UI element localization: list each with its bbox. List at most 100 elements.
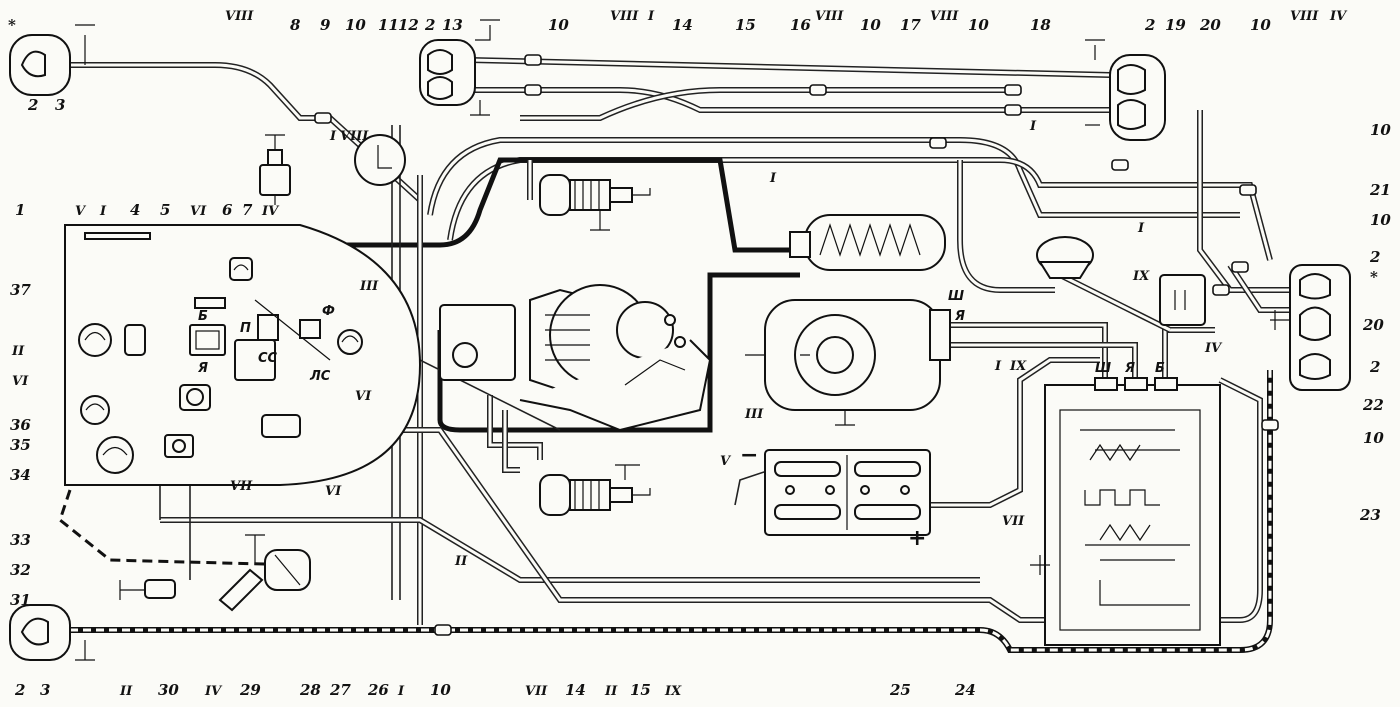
callout-31: 31 xyxy=(10,591,31,609)
light-bar xyxy=(84,232,151,240)
callout-10-d: 10 xyxy=(968,16,989,34)
terminal-sh-generator: Ш xyxy=(948,289,964,304)
callout-star-2: * xyxy=(1370,268,1378,286)
callout-2: 2 xyxy=(27,96,38,114)
callout-2-e: 2 xyxy=(1369,358,1380,376)
callout-19: 19 xyxy=(1165,16,1186,34)
wire-label-vi-3: VI xyxy=(355,389,372,404)
callout-3-b: 3 xyxy=(40,681,50,699)
right-rear-lamp xyxy=(1270,264,1351,391)
wire-label-viii-2: VIII xyxy=(610,9,639,24)
callout-21: 21 xyxy=(1369,181,1391,199)
callout-10-a: 10 xyxy=(345,16,366,34)
terminal-ya-headlight: Я xyxy=(197,361,208,376)
callout-25: 25 xyxy=(889,681,911,699)
turn-signal-relay xyxy=(1159,274,1206,326)
right-rear-lamp-top xyxy=(1085,39,1166,141)
callout-35: 35 xyxy=(10,436,31,454)
callout-2-d: 2 xyxy=(1369,248,1380,266)
callout-18: 18 xyxy=(1030,16,1051,34)
callout-6: 6 xyxy=(222,201,233,219)
callout-24: 24 xyxy=(954,681,976,699)
callout-3: 3 xyxy=(55,96,65,114)
wire-label-vi-2: VI xyxy=(12,374,29,389)
terminal-labels: Б Я П СС Ф ЛС Ш Я Ш Я Б + − xyxy=(197,289,1165,551)
headlight-lamp-left-lower xyxy=(80,395,110,425)
battery-minus: − xyxy=(740,443,758,468)
wire-harness xyxy=(58,57,1290,653)
callout-29: 29 xyxy=(239,681,261,699)
callout-27: 27 xyxy=(329,681,351,699)
ignition-switch xyxy=(234,299,331,381)
terminal-f: Ф xyxy=(322,304,335,319)
wire-label-viii-1: VIII xyxy=(225,9,254,24)
wire-label-i-1: I xyxy=(647,9,655,24)
wire-label-ix-1: IX xyxy=(664,684,682,699)
wire-label-ii-4: II xyxy=(604,684,618,699)
warning-lamp xyxy=(229,257,253,281)
turn-switch xyxy=(218,534,265,612)
wire-label-i-4: I xyxy=(397,684,405,699)
wire-label-ii-3: II xyxy=(119,684,133,699)
callout-26: 26 xyxy=(367,681,389,699)
callout-36: 36 xyxy=(10,416,31,434)
terminal-ya-regulator: Я xyxy=(1124,361,1135,376)
wire-label-i-3: I xyxy=(329,129,337,144)
terminal-b-headlight: Б xyxy=(198,309,208,324)
terminal-ss: СС xyxy=(258,351,278,366)
wire-label-viii-3: VIII xyxy=(815,9,844,24)
spark-plug-upper xyxy=(539,174,651,231)
oil-pressure-sensor xyxy=(119,579,176,600)
indicator-lamp xyxy=(124,324,146,356)
callout-14-bottom: 14 xyxy=(565,681,586,699)
distributor xyxy=(439,284,712,432)
spark-plug-lower xyxy=(539,464,651,516)
switch-contact-fl xyxy=(299,319,321,339)
wire-label-iv-2: IV xyxy=(261,204,280,219)
callout-14-top: 14 xyxy=(672,16,693,34)
callout-2-f: 2 xyxy=(14,681,25,699)
wire-label-iv-1: IV xyxy=(1329,9,1348,24)
callout-8: 8 xyxy=(290,16,301,34)
wire-label-i-viii: VIII xyxy=(340,129,369,144)
battery xyxy=(764,449,931,536)
wire-label-vii-3: VII xyxy=(1002,514,1025,529)
headlight-main-lamp xyxy=(96,436,134,474)
callout-9: 9 xyxy=(320,16,331,34)
callout-10-c: 10 xyxy=(860,16,881,34)
callout-11: 11 xyxy=(378,16,399,34)
generator xyxy=(745,299,951,426)
wire-label-v-1: V xyxy=(75,204,87,219)
speedometer xyxy=(354,134,406,186)
callout-2-c: 2 xyxy=(1144,16,1155,34)
callout-15-top: 15 xyxy=(735,16,756,34)
callout-20-top: 20 xyxy=(1199,16,1221,34)
callout-10-b: 10 xyxy=(548,16,569,34)
wire-label-ix-3: IX xyxy=(1009,359,1027,374)
wire-label-iii-2: III xyxy=(744,407,764,422)
battery-plus: + xyxy=(908,526,926,551)
wire-labels: VIII VIII I VIII VIII VIII IV V I VI IV … xyxy=(11,9,1348,699)
headlight-lamp-left-upper xyxy=(78,323,112,357)
callout-10-h: 10 xyxy=(1363,429,1384,447)
callout-37: 37 xyxy=(10,281,31,299)
callout-2-b: 2 xyxy=(424,16,435,34)
voltage-regulator xyxy=(1030,377,1221,646)
wire-label-vii-2: VII xyxy=(525,684,548,699)
callout-30: 30 xyxy=(158,681,179,699)
callout-20-right: 20 xyxy=(1362,316,1384,334)
resistor xyxy=(194,297,226,309)
callout-labels: 2 3 * 1 4 5 6 7 8 9 10 11 12 2 13 10 14 … xyxy=(8,16,1391,699)
callout-13: 13 xyxy=(442,16,463,34)
callout-star: * xyxy=(8,16,16,34)
callout-5: 5 xyxy=(160,201,170,219)
wire-label-viii-5: VIII xyxy=(1290,9,1319,24)
callout-10-g: 10 xyxy=(1370,211,1391,229)
callout-7: 7 xyxy=(242,201,253,219)
wire-label-ix-2: IX xyxy=(1132,269,1150,284)
callout-1: 1 xyxy=(15,201,25,219)
wire-label-i-2: I xyxy=(99,204,107,219)
left-rear-lamp-top xyxy=(9,24,95,96)
callout-23: 23 xyxy=(1359,506,1381,524)
wire-label-iv-3: IV xyxy=(204,684,223,699)
